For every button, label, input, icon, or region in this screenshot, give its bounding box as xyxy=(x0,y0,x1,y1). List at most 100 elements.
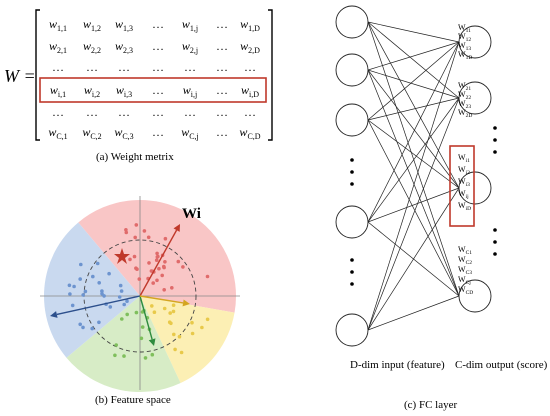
feature-point xyxy=(97,281,101,285)
feature-point xyxy=(134,310,139,315)
input-node xyxy=(335,103,369,137)
feature-point xyxy=(163,260,167,264)
feature-point xyxy=(152,310,157,314)
matrix-cell: … xyxy=(216,83,228,97)
feature-point xyxy=(81,293,85,297)
feature-point xyxy=(68,292,72,296)
matrix-cell: wC,j xyxy=(181,125,199,141)
feature-point xyxy=(163,236,168,241)
feature-point xyxy=(179,350,184,355)
feature-point xyxy=(176,259,181,264)
feature-point xyxy=(171,309,176,314)
fc-connection xyxy=(367,41,460,121)
feature-point xyxy=(140,325,145,329)
matrix-cell: wi,j xyxy=(183,83,197,99)
feature-point xyxy=(124,228,128,232)
feature-point xyxy=(162,265,166,270)
feature-point xyxy=(132,254,137,259)
weight-label: W21 xyxy=(458,81,471,92)
fc-connection xyxy=(367,41,460,223)
feature-point xyxy=(137,277,142,281)
weight-label: W12 xyxy=(458,32,471,43)
matrix-cell: … xyxy=(152,39,164,53)
feature-point xyxy=(134,223,139,227)
fc-connection xyxy=(367,21,460,189)
feature-point xyxy=(170,286,174,290)
fc-connection xyxy=(367,119,460,297)
matrix-cell: w1,1 xyxy=(49,17,67,33)
feature-point xyxy=(181,265,185,269)
matrix-cell: wC,1 xyxy=(48,125,67,141)
fc-connection xyxy=(367,187,460,331)
ellipsis-dot xyxy=(350,270,354,274)
feature-point xyxy=(169,321,173,326)
matrix-cell: … xyxy=(184,60,196,74)
feature-point xyxy=(150,352,155,357)
feature-point xyxy=(162,306,167,311)
matrix-cell: … xyxy=(244,60,256,74)
ellipsis-dot xyxy=(350,158,354,162)
matrix-cell: … xyxy=(152,17,164,31)
ellipsis-dot xyxy=(350,258,354,262)
feature-point xyxy=(91,274,95,279)
matrix-cell: w1,2 xyxy=(83,17,101,33)
feature-point xyxy=(122,354,126,358)
feature-point xyxy=(162,288,166,292)
weight-label: WCD xyxy=(458,285,473,296)
weight-label: WC3 xyxy=(458,265,472,276)
matrix-cell: … xyxy=(216,60,228,74)
weight-label: WC2 xyxy=(458,255,472,266)
matrix-cell: … xyxy=(118,60,130,74)
feature-point xyxy=(113,353,117,358)
sector-yellow xyxy=(140,296,235,384)
matrix-cell: wC,3 xyxy=(114,125,133,141)
caption-fc-layer: (c) FC layer xyxy=(404,399,458,411)
matrix-cell: w2,1 xyxy=(49,39,67,55)
feature-point xyxy=(142,229,147,233)
caption-feature-space: (b) Feature space xyxy=(95,394,171,406)
fc-connection xyxy=(367,97,460,223)
sector-green xyxy=(66,296,181,392)
weight-label: WiD xyxy=(458,201,471,212)
matrix-cell: … xyxy=(86,60,98,74)
fc-connection xyxy=(367,41,460,331)
feature-point xyxy=(67,283,72,288)
feature-point xyxy=(168,311,172,315)
fc-connection xyxy=(367,119,460,189)
matrix-cell: w2,2 xyxy=(83,39,101,55)
feature-point xyxy=(146,235,151,240)
matrix-cell: … xyxy=(52,105,64,119)
feature-point xyxy=(79,262,83,267)
ellipsis-dot xyxy=(493,150,497,154)
feature-point xyxy=(70,303,75,308)
ellipsis-dot xyxy=(493,138,497,142)
matrix-cell: … xyxy=(118,105,130,119)
matrix-left-bracket xyxy=(35,9,40,141)
output-node xyxy=(458,171,492,205)
feature-point xyxy=(78,277,82,281)
feature-point xyxy=(190,331,195,336)
input-node xyxy=(335,313,369,347)
feature-point xyxy=(72,284,76,289)
matrix-cell: w2,D xyxy=(240,39,260,55)
feature-point xyxy=(205,274,210,279)
matrix-cell: … xyxy=(184,105,196,119)
feature-point xyxy=(114,343,118,347)
fc-layer: W11W12W13W1DW21W22W23W2DWi1Wi2Wi3WijWiDW… xyxy=(335,5,497,347)
feature-point xyxy=(133,235,137,240)
fc-connection xyxy=(367,69,460,297)
matrix-cell: w2,j xyxy=(182,39,198,55)
feature-space: Wi xyxy=(40,196,240,392)
feature-point xyxy=(95,261,100,266)
feature-point xyxy=(107,271,111,276)
output-node xyxy=(458,25,492,59)
feature-point xyxy=(125,312,129,317)
feature-point xyxy=(122,302,126,307)
input-node xyxy=(335,5,369,39)
fc-input-label: D-dim input (feature) xyxy=(350,359,445,371)
feature-point xyxy=(78,322,82,327)
feature-point xyxy=(124,230,129,235)
ellipsis-dot xyxy=(493,126,497,130)
matrix-cell: w1,j xyxy=(182,17,198,33)
matrix-cell: wi,D xyxy=(241,83,259,99)
